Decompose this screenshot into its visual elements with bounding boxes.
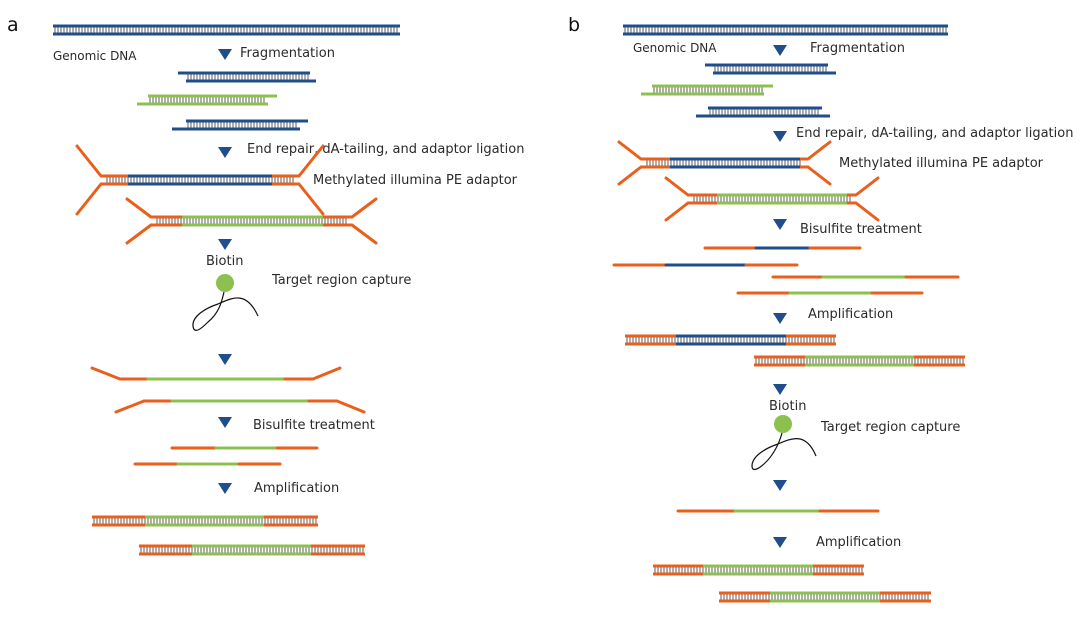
panel-a-arrow-3	[218, 239, 232, 250]
panel-a-amplification-label: Amplification	[254, 481, 340, 496]
panel-b-fragment-2	[641, 84, 773, 96]
panel-b-genomic-dna-label: Genomic DNA	[633, 41, 717, 55]
panel-a-biotin-label: Biotin	[206, 254, 244, 269]
panel-b-genomic-dna	[623, 24, 948, 36]
panel-b-biotin-tether	[751, 432, 817, 471]
panel-b-biotin-bead	[774, 415, 792, 433]
panel-a-fragment-2	[137, 94, 277, 106]
panel-a-ligated-genomic	[75, 144, 325, 216]
panel-a-ligated-target	[125, 197, 378, 245]
panel-b-arrow-4	[773, 313, 787, 324]
panel-a-biotin-bead	[216, 274, 234, 292]
panel-a-genomic-dna-label: Genomic DNA	[53, 49, 137, 63]
panel-a-bisulfite-label: Bisulfite treatment	[253, 418, 375, 433]
panel-a-arrow-6	[218, 483, 232, 494]
panel-b-amplification-2-label: Amplification	[816, 535, 902, 550]
panel-b-adaptor-label: Methylated illumina PE adaptor	[839, 156, 1044, 171]
panel-a-captured-1	[90, 366, 342, 381]
panel-b-amplified-3	[653, 564, 864, 576]
panel-b-bisulfite-label: Bisulfite treatment	[800, 222, 922, 237]
panel-a-arrow-5	[218, 417, 232, 428]
panel-a-captured-2	[114, 399, 366, 414]
panel-a-fragment-3	[172, 119, 308, 131]
panel-a-genomic-dna	[53, 24, 400, 36]
panel-a-arrow-1	[218, 49, 232, 60]
panel-a-amplified-1	[92, 515, 318, 527]
panel-b-amplification-1-label: Amplification	[808, 307, 894, 322]
panel-b-amplified-1	[625, 334, 836, 346]
panel-b-arrow-1	[773, 45, 787, 56]
panel-b-capture-label: Target region capture	[821, 420, 961, 435]
panel-b-letter: b	[568, 14, 581, 36]
panel-a-capture-label: Target region capture	[272, 273, 412, 288]
panel-b-fragment-1	[705, 63, 836, 75]
panel-b-ligated-genomic	[617, 140, 832, 186]
panel-a-amplified-2	[139, 544, 365, 556]
panel-b-biotin-label: Biotin	[769, 399, 807, 414]
panel-a-letter: a	[7, 14, 19, 36]
panel-a-arrow-4	[218, 354, 232, 365]
panel-a-adaptor-label: Methylated illumina PE adaptor	[313, 173, 518, 188]
panel-b-arrow-5	[773, 384, 787, 395]
panel-b-amplified-4	[719, 591, 931, 603]
panel-a-arrow-2	[218, 147, 232, 158]
panel-b-fragment-3	[696, 106, 830, 118]
panel-a-fragment-1	[178, 71, 316, 83]
panel-a-biotin-tether	[192, 291, 259, 331]
panel-b-amplified-2	[754, 355, 965, 367]
panel-b-arrow-3	[773, 219, 787, 230]
panel-b-arrow-7	[773, 537, 787, 548]
panel-b-arrow-2	[773, 131, 787, 142]
panel-b-end-repair-label: End repair, dA-tailing, and adaptor liga…	[796, 126, 1074, 141]
panel-b-arrow-6	[773, 480, 787, 491]
panel-a-fragmentation-label: Fragmentation	[240, 46, 335, 61]
panel-b-ligated-target	[664, 176, 880, 222]
panel-b-fragmentation-label: Fragmentation	[810, 41, 905, 56]
